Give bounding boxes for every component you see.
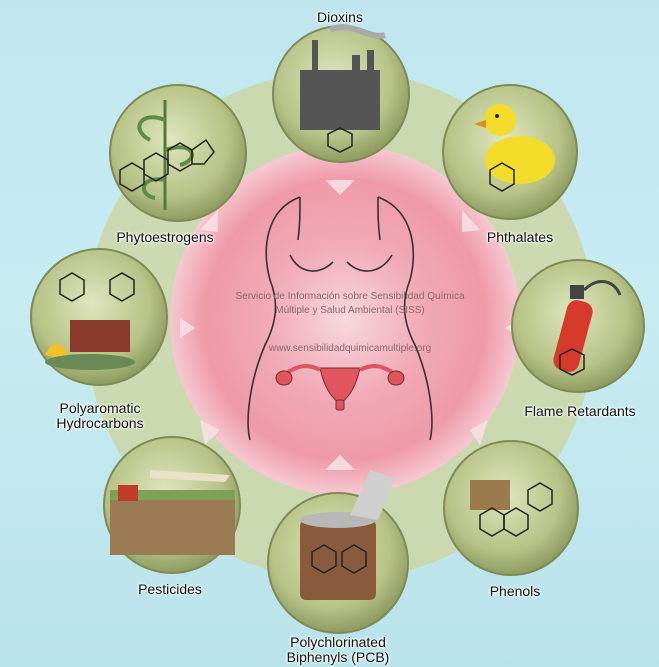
credit-line-1: Servicio de Información sobre Sensibilid… [200, 290, 500, 303]
node-flame [512, 260, 644, 392]
credit-url: www.sensibilidadquimicamultiple.org [200, 342, 500, 355]
node-pesticides [104, 437, 240, 573]
label-dioxins: Dioxins [300, 10, 380, 25]
credit-line-2: Múltiple y Salud Ambiental (SISS) [200, 304, 500, 317]
label-phenols: Phenols [475, 584, 555, 599]
label-phthalates: Phthalates [470, 230, 570, 245]
node-phenols [444, 441, 578, 575]
node-phthalates [443, 85, 577, 219]
label-phytoestrogens: Phytoestrogens [100, 230, 230, 245]
node-dioxins [273, 26, 409, 162]
label-pah-line1: Polyaromatic [40, 401, 160, 416]
label-pcb-line1: Polychlorinated [268, 635, 408, 650]
label-flame-retardants: Flame Retardants [505, 404, 655, 419]
node-pah [31, 249, 167, 385]
label-pesticides: Pesticides [120, 582, 220, 597]
label-pah-line2: Hydrocarbons [40, 416, 160, 431]
node-phyto [110, 85, 246, 221]
label-pcb-line2: Biphenyls (PCB) [268, 650, 408, 665]
